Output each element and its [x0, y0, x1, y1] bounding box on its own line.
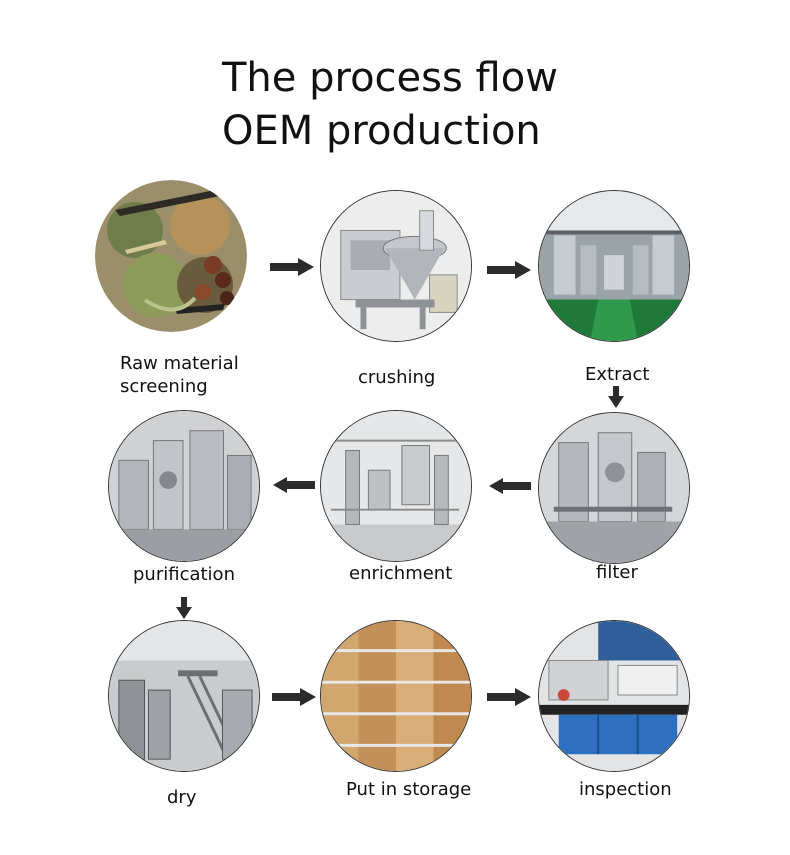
crushing-label: crushing [358, 367, 436, 388]
purification-image [108, 410, 260, 562]
title-line-1: The process flow [222, 55, 558, 101]
arrow-down-icon [176, 597, 192, 619]
inspection-label: inspection [579, 779, 672, 800]
enrichment-image [320, 410, 472, 562]
crushing-image [320, 190, 472, 342]
filter-label: filter [596, 562, 638, 583]
arrow-right-icon [270, 258, 314, 276]
dry-image [108, 620, 260, 772]
arrow-right-icon [487, 688, 531, 706]
raw-material-label: Raw material screening [120, 353, 239, 397]
filter-image [538, 412, 690, 564]
extract-image [538, 190, 690, 342]
dry-label: dry [167, 787, 197, 808]
enrichment-label: enrichment [349, 563, 453, 584]
inspection-image [538, 620, 690, 772]
arrow-down-icon [608, 386, 624, 408]
arrow-right-icon [272, 688, 316, 706]
purification-label: purification [133, 564, 235, 585]
extract-label: Extract [585, 364, 650, 385]
page-title: The process flow OEM production [222, 52, 642, 158]
arrow-right-icon [487, 261, 531, 279]
raw-material-image [95, 180, 247, 332]
storage-label: Put in storage [346, 779, 472, 800]
arrow-left-icon [273, 477, 315, 493]
arrow-left-icon [489, 478, 531, 494]
title-line-2: OEM production [222, 108, 541, 154]
storage-image [320, 620, 472, 772]
